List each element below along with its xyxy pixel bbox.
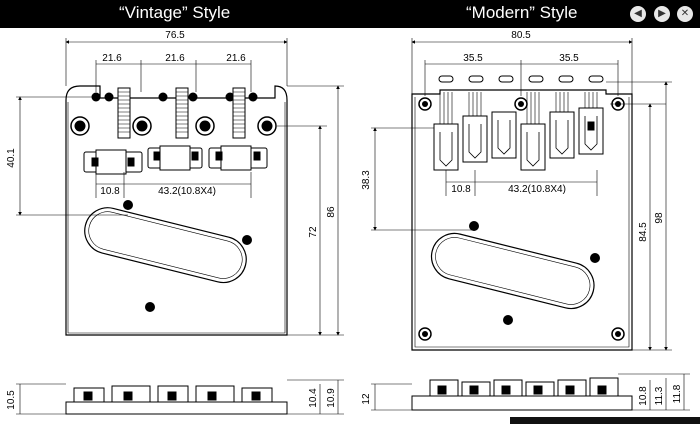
vintage-spacing-1: 21.6 bbox=[102, 53, 122, 64]
modern-height-845: 84.5 bbox=[638, 222, 649, 242]
modern-side-dim-3: 11.8 bbox=[672, 384, 683, 403]
vintage-side-height: 10.5 bbox=[6, 390, 17, 410]
close-icon[interactable]: ✕ bbox=[677, 6, 693, 22]
modern-height-98: 98 bbox=[654, 212, 665, 224]
vintage-side-view bbox=[65, 385, 288, 415]
vintage-spacing-2: 21.6 bbox=[165, 53, 185, 64]
modern-threaded-screws bbox=[439, 92, 598, 124]
vintage-title: “Vintage” Style bbox=[119, 3, 231, 22]
modern-side-height: 12 bbox=[361, 393, 372, 405]
vintage-string-first: 10.8 bbox=[100, 186, 120, 197]
modern-side-dim-2: 11.3 bbox=[654, 386, 665, 405]
modern-corner-screws bbox=[418, 97, 625, 341]
vintage-overall-width: 76.5 bbox=[165, 30, 185, 41]
modern-mounting-holes bbox=[469, 221, 600, 325]
modern-string-spacing: 43.2(10.8X4) bbox=[508, 184, 566, 195]
modern-string-slots bbox=[438, 75, 604, 83]
vintage-dimensions bbox=[16, 38, 344, 336]
vintage-height-401: 40.1 bbox=[6, 148, 17, 168]
vintage-large-screws bbox=[70, 116, 277, 136]
modern-spacing-1: 35.5 bbox=[463, 53, 483, 64]
vintage-side-dim-2: 10.9 bbox=[326, 388, 337, 408]
prev-icon[interactable]: ◀ bbox=[630, 6, 646, 22]
vintage-string-spacing: 43.2(10.8X4) bbox=[158, 186, 216, 197]
vintage-spacing-3: 21.6 bbox=[226, 53, 246, 64]
vintage-threaded-screws bbox=[117, 87, 246, 139]
modern-side-dim-1: 10.8 bbox=[638, 386, 649, 406]
modern-dimensions bbox=[371, 38, 672, 351]
vintage-height-86: 86 bbox=[326, 206, 337, 218]
modern-height-383: 38.3 bbox=[361, 170, 372, 190]
modern-pickup-slot bbox=[430, 232, 595, 310]
vintage-mounting-holes bbox=[91, 92, 258, 312]
vintage-plate bbox=[65, 85, 288, 336]
modern-string-first: 10.8 bbox=[451, 184, 471, 195]
modern-overall-width: 80.5 bbox=[511, 30, 531, 41]
modern-title: “Modern” Style bbox=[466, 3, 578, 22]
vintage-pickup-slot bbox=[84, 207, 247, 284]
vintage-saddles bbox=[83, 145, 268, 175]
next-icon[interactable]: ▶ bbox=[654, 6, 670, 22]
modern-side-view bbox=[411, 377, 633, 411]
modern-saddles bbox=[433, 107, 604, 171]
modern-side-dimensions bbox=[371, 373, 690, 411]
title-bar bbox=[0, 0, 700, 28]
vintage-side-dimensions bbox=[16, 379, 344, 415]
bottom-bar bbox=[510, 417, 700, 424]
vintage-height-72: 72 bbox=[308, 226, 319, 238]
vintage-side-dim-1: 10.4 bbox=[308, 388, 319, 408]
modern-spacing-2: 35.5 bbox=[559, 53, 579, 64]
